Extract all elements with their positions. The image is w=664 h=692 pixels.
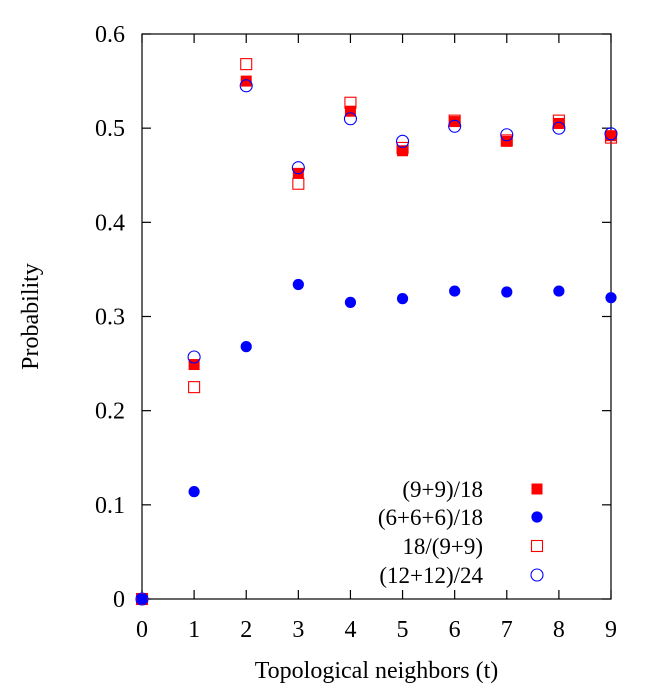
data-point	[449, 116, 461, 128]
legend-marker	[531, 511, 543, 523]
data-point	[552, 114, 565, 127]
data-point	[136, 593, 148, 605]
legend-marker	[530, 568, 544, 582]
legend-label: (9+9)/18	[402, 477, 483, 502]
legend-label: (12+12)/24	[379, 563, 483, 588]
data-point	[553, 117, 565, 129]
y-tick-label: 0.2	[95, 399, 125, 425]
data-point	[396, 134, 410, 148]
data-point	[344, 105, 356, 117]
legend-entry: (9+9)/18	[402, 477, 543, 502]
data-point	[135, 592, 149, 606]
legend-label: 18/(9+9)	[402, 534, 483, 559]
data-point	[448, 114, 461, 127]
y-tick-label: 0	[113, 587, 125, 613]
x-tick-label: 9	[605, 617, 617, 643]
data-point	[500, 128, 514, 142]
data-point	[604, 127, 618, 141]
data-point	[553, 285, 565, 297]
x-tick-label: 6	[449, 617, 461, 643]
tick-labels: 0 1 2 3 4 5 6 7 8 9 0 0.1 0.2 0.3 0.4 0.5 0.6	[95, 22, 617, 643]
data-point	[501, 135, 513, 147]
series-2	[135, 58, 618, 606]
data-point	[239, 79, 253, 93]
legend-entry: 18/(9+9)	[402, 534, 544, 559]
x-tick-label: 8	[553, 617, 565, 643]
data-point	[552, 121, 566, 135]
series-3	[135, 79, 618, 606]
data-point	[344, 296, 357, 308]
series-1	[136, 278, 617, 605]
data-point	[344, 96, 357, 109]
x-tick-label: 7	[501, 617, 513, 643]
data-point	[240, 58, 253, 71]
y-tick-label: 0.4	[95, 210, 125, 236]
data-point	[188, 486, 200, 498]
data-points	[135, 58, 618, 606]
data-point	[605, 130, 617, 142]
data-point	[604, 131, 618, 144]
data-point	[188, 381, 201, 394]
data-point	[397, 145, 409, 157]
legend-entry: (6+6+6)/18	[378, 505, 543, 530]
data-point	[240, 75, 252, 87]
legend-marker	[531, 483, 543, 495]
x-axis-label: Topological neighbors (t)	[255, 658, 499, 684]
data-point	[188, 359, 200, 371]
y-tick-label: 0.5	[95, 116, 125, 142]
y-tick-label: 0.1	[95, 493, 125, 519]
data-point	[292, 177, 305, 190]
x-tick-label: 5	[397, 617, 409, 643]
data-point	[449, 285, 461, 297]
data-point	[501, 286, 513, 298]
y-tick-label: 0.3	[95, 305, 125, 331]
data-point	[605, 292, 617, 304]
axis-ticks	[141, 33, 612, 600]
data-point	[396, 293, 409, 305]
y-axis-label: Probability	[18, 263, 44, 370]
x-tick-label: 0	[136, 617, 148, 643]
legend-marker	[530, 539, 544, 553]
data-point	[448, 119, 462, 133]
data-point	[292, 278, 304, 291]
legend-label: (6+6+6)/18	[378, 505, 483, 530]
data-point	[396, 141, 409, 154]
legend-entry: (12+12)/24	[379, 563, 544, 588]
data-point	[500, 134, 513, 147]
x-tick-label: 1	[188, 617, 200, 643]
data-point	[187, 350, 201, 364]
y-tick-label: 0.6	[95, 22, 125, 48]
x-tick-label: 3	[292, 617, 304, 643]
series-0	[136, 75, 617, 605]
data-point	[343, 112, 357, 126]
data-point	[240, 341, 252, 353]
x-tick-label: 4	[344, 617, 356, 643]
legend: (9+9)/18 (6+6+6)/18 18/(9+9) (12+12)/24	[378, 477, 544, 588]
data-point	[291, 161, 305, 175]
x-tick-label: 2	[240, 617, 252, 643]
